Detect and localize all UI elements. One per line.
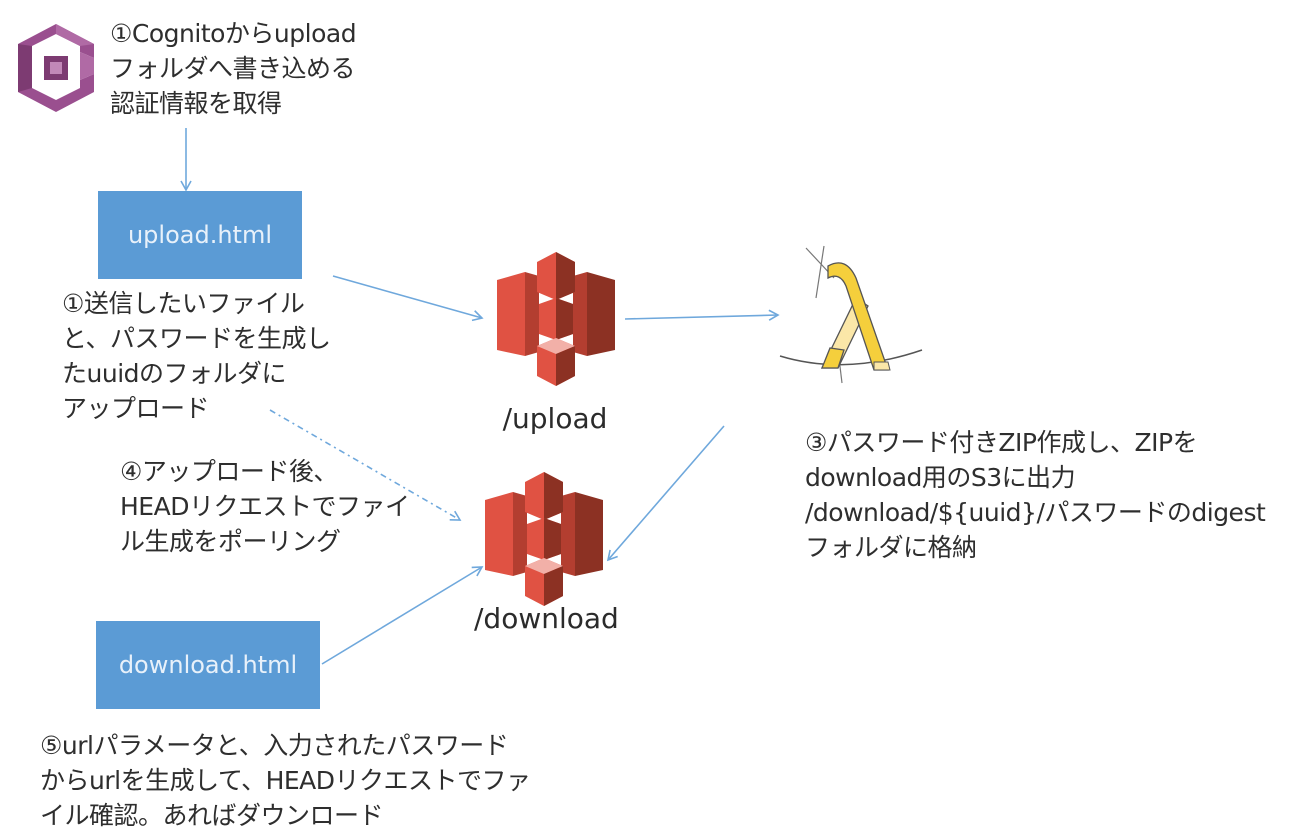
note-step5-download: ⑤urlパラメータと、入力されたパスワード からurlを生成して、HEADリクエ… xyxy=(40,731,531,830)
edge-upload-html-to-s3-upload xyxy=(332,275,484,322)
s3-upload-icon xyxy=(497,252,615,386)
s3-download-label: /download xyxy=(474,602,619,635)
s3-download-icon xyxy=(485,472,603,606)
cognito-icon xyxy=(18,24,94,112)
note-step4-polling: ④アップロード後、 HEADリクエストでファイ ル生成をポーリング xyxy=(120,457,410,556)
note-step3-lambda: ③パスワード付きZIP作成し、ZIPを download用のS3に出力 /dow… xyxy=(805,428,1266,562)
edge-s3-upload-to-lambda xyxy=(624,309,780,321)
lambda-icon xyxy=(779,245,923,384)
s3-upload-label: /upload xyxy=(502,402,608,435)
edge-lambda-to-s3-download xyxy=(606,425,725,562)
edge-download-html-to-s3-download xyxy=(321,566,484,665)
note-step1-upload: ①送信したいファイル と、パスワードを生成し たuuidのフォルダに アップロー… xyxy=(62,289,331,423)
download-html-label: download.html xyxy=(118,651,298,679)
edge-polling-dashed xyxy=(269,409,462,521)
upload-html-node[interactable]: upload.html xyxy=(98,191,302,279)
note-step1-cognito: ①Cognitoからupload フォルダへ書き込める 認証情報を取得 xyxy=(110,19,357,118)
download-html-node[interactable]: download.html xyxy=(96,621,320,709)
upload-html-label: upload.html xyxy=(127,221,273,249)
